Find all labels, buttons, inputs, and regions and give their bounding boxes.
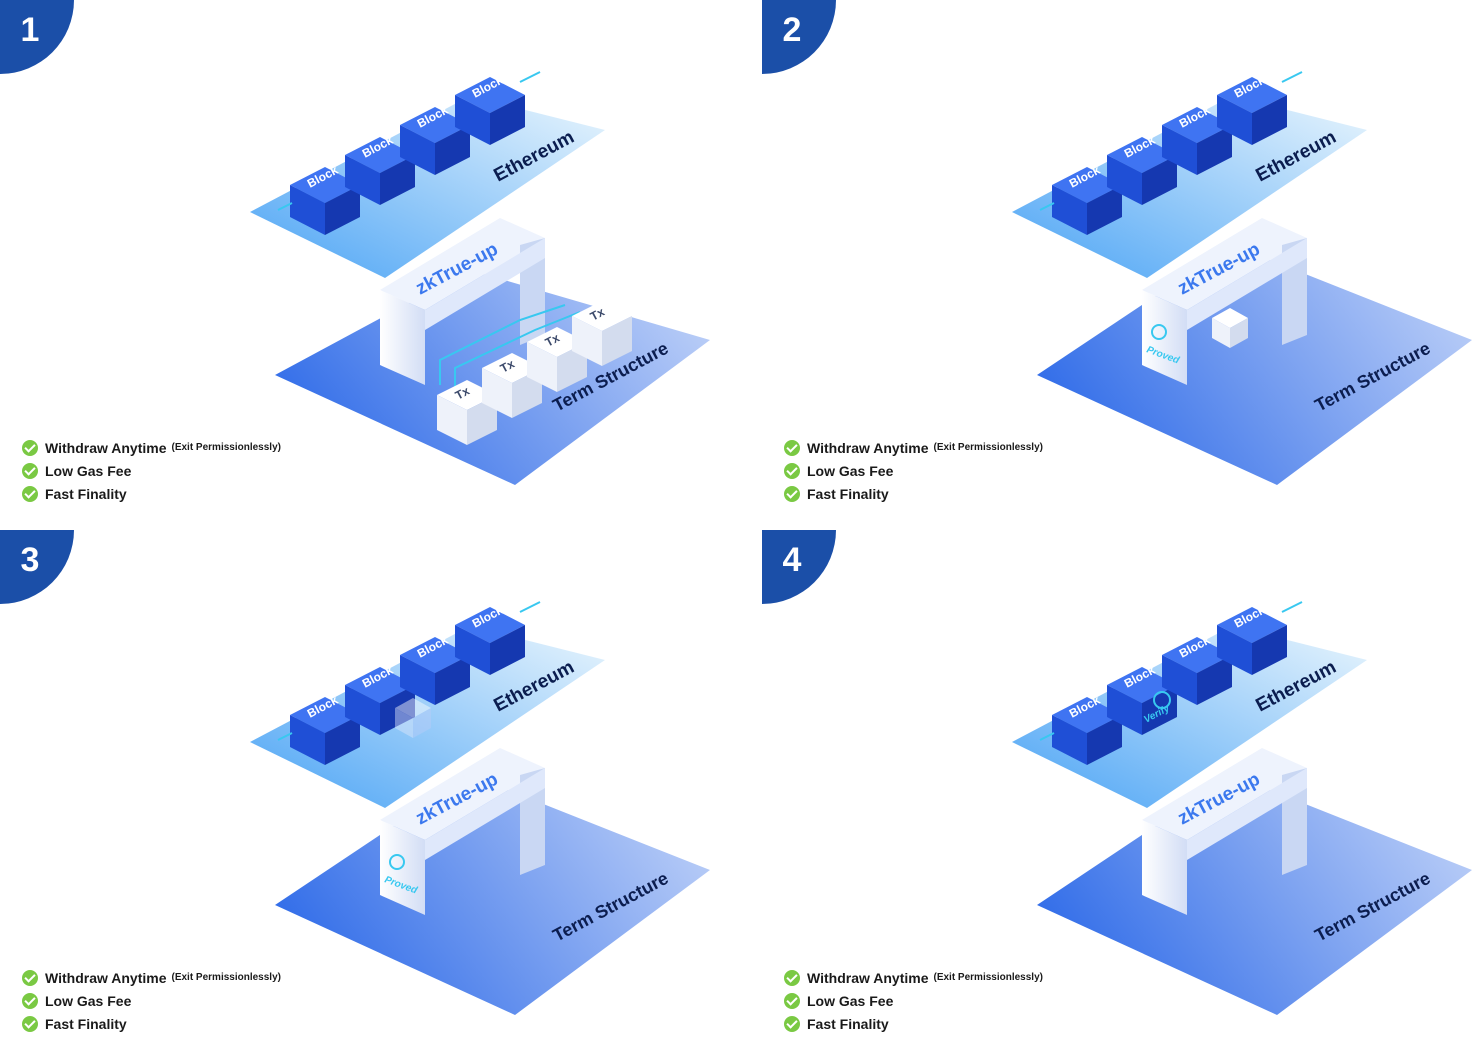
block-cube xyxy=(1107,137,1177,205)
feature-label: Low Gas Fee xyxy=(45,992,132,1009)
feature-label: Low Gas Fee xyxy=(45,462,132,479)
feature-item: Fast Finality xyxy=(784,1012,1043,1035)
check-icon xyxy=(784,462,800,479)
panel-2: Block Block Block Block Ethereum zkTrue-… xyxy=(762,0,1484,522)
feature-item: Low Gas Fee xyxy=(784,989,1043,1012)
feature-label: Fast Finality xyxy=(807,485,889,502)
feature-label: Withdraw Anytime xyxy=(807,439,929,456)
block-cube xyxy=(1107,667,1177,735)
ethereum-platform xyxy=(1012,96,1367,278)
proved-icon xyxy=(389,854,405,870)
check-icon xyxy=(22,462,38,479)
block-cube xyxy=(290,697,360,765)
feature-item: Fast Finality xyxy=(784,482,1043,505)
step-badge: 4 xyxy=(762,530,836,604)
feature-label: Fast Finality xyxy=(807,1015,889,1032)
feature-label: Withdraw Anytime xyxy=(807,969,929,986)
tx-label: Tx xyxy=(543,331,562,350)
panel-4: Block Block Block Block Verify Ethereum … xyxy=(762,530,1484,1052)
feature-item: Withdraw Anytime (Exit Permissionlessly) xyxy=(784,436,1043,459)
step-number: 4 xyxy=(782,541,802,579)
check-icon xyxy=(22,485,38,502)
step-badge: 2 xyxy=(762,0,836,74)
feature-label: Low Gas Fee xyxy=(807,992,894,1009)
feature-item: Low Gas Fee xyxy=(22,459,281,482)
block-cube xyxy=(1162,107,1232,175)
step-badge: 1 xyxy=(0,0,74,74)
block-cube xyxy=(400,637,470,705)
check-icon xyxy=(22,969,38,986)
tx-cube xyxy=(572,301,632,366)
verify-icon xyxy=(1153,691,1171,709)
ethereum-platform xyxy=(250,626,605,808)
ethereum-platform xyxy=(1012,626,1367,808)
check-icon xyxy=(784,992,800,1009)
block-cube xyxy=(400,107,470,175)
feature-list: Withdraw Anytime (Exit Permissionlessly)… xyxy=(22,966,281,1035)
panel-1: Block Block Block Block Ethereum zkTrue-… xyxy=(0,0,742,522)
block-cube xyxy=(1052,167,1122,235)
feature-list: Withdraw Anytime (Exit Permissionlessly)… xyxy=(22,436,281,505)
feature-label: Fast Finality xyxy=(45,1015,127,1032)
feature-item: Fast Finality xyxy=(22,482,281,505)
panel-4-scene: Block Block Block Block Verify Ethereum … xyxy=(1012,601,1472,1015)
step-number: 1 xyxy=(20,11,40,49)
block-cube xyxy=(290,167,360,235)
zktrue-up-arch xyxy=(380,748,545,915)
step-badge: 3 xyxy=(0,530,74,604)
ethereum-platform xyxy=(250,96,605,278)
check-icon xyxy=(784,969,800,986)
step-number: 2 xyxy=(782,11,802,49)
tx-label: Tx xyxy=(588,305,607,324)
check-icon xyxy=(784,1015,800,1032)
feature-label: Withdraw Anytime xyxy=(45,439,167,456)
ghost-cube xyxy=(395,698,431,738)
feature-item: Withdraw Anytime (Exit Permissionlessly) xyxy=(22,966,281,989)
feature-item: Withdraw Anytime (Exit Permissionlessly) xyxy=(784,966,1043,989)
block-cube xyxy=(455,607,525,675)
feature-note: (Exit Permissionlessly) xyxy=(171,442,281,453)
zktrue-up-arch xyxy=(1142,748,1307,915)
zktrue-up-arch xyxy=(380,218,545,385)
check-icon xyxy=(22,1015,38,1032)
feature-item: Withdraw Anytime (Exit Permissionlessly) xyxy=(22,436,281,459)
panel-2-scene: Block Block Block Block Ethereum zkTrue-… xyxy=(1012,71,1472,485)
panel-1-scene: Block Block Block Block Ethereum zkTrue-… xyxy=(250,71,710,485)
feature-note: (Exit Permissionlessly) xyxy=(171,972,281,983)
feature-item: Low Gas Fee xyxy=(22,989,281,1012)
tx-label: Tx xyxy=(453,384,472,403)
tx-label: Tx xyxy=(498,357,517,376)
feature-list: Withdraw Anytime (Exit Permissionlessly)… xyxy=(784,436,1043,505)
proved-icon xyxy=(1151,324,1167,340)
step-number: 3 xyxy=(20,541,40,579)
block-cube xyxy=(1217,77,1287,145)
panel-3: Block Block Block Block Ethereum zkTrue-… xyxy=(0,530,742,1052)
feature-label: Fast Finality xyxy=(45,485,127,502)
feature-label: Withdraw Anytime xyxy=(45,969,167,986)
feature-note: (Exit Permissionlessly) xyxy=(933,442,1043,453)
panel-3-scene: Block Block Block Block Ethereum zkTrue-… xyxy=(250,601,710,1015)
block-cube xyxy=(1162,637,1232,705)
check-icon xyxy=(784,485,800,502)
check-icon xyxy=(784,439,800,456)
block-cube xyxy=(455,77,525,145)
feature-note: (Exit Permissionlessly) xyxy=(933,972,1043,983)
block-cube xyxy=(345,667,415,735)
feature-item: Low Gas Fee xyxy=(784,459,1043,482)
block-cube xyxy=(1052,697,1122,765)
check-icon xyxy=(22,992,38,1009)
block-cube xyxy=(1217,607,1287,675)
feature-item: Fast Finality xyxy=(22,1012,281,1035)
tx-cube xyxy=(1212,308,1248,348)
feature-label: Low Gas Fee xyxy=(807,462,894,479)
check-icon xyxy=(22,439,38,456)
feature-list: Withdraw Anytime (Exit Permissionlessly)… xyxy=(784,966,1043,1035)
block-cube xyxy=(345,137,415,205)
